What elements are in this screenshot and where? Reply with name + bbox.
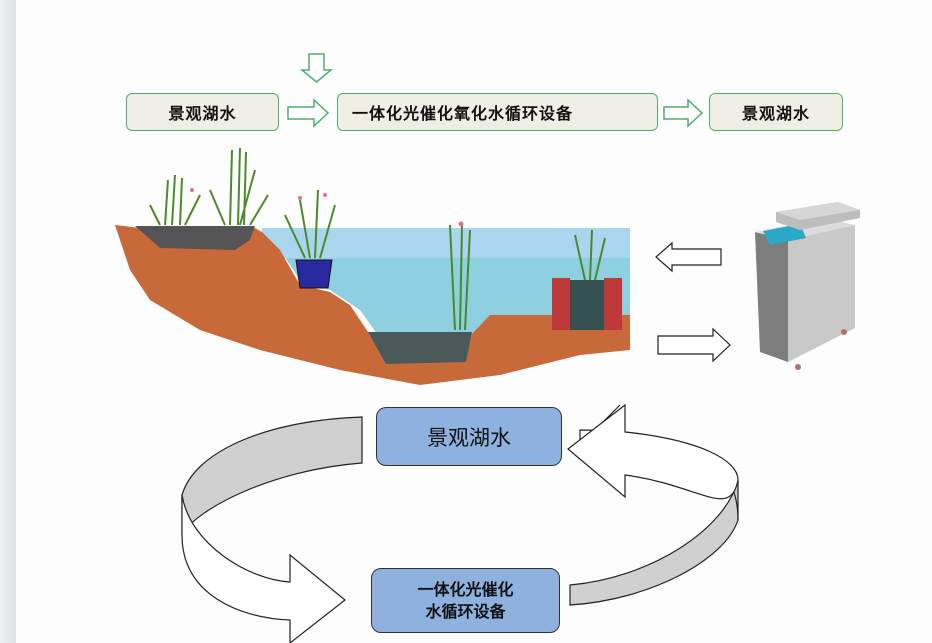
flow-box-output-label: 景观湖水: [741, 104, 810, 123]
cycle-box-lake-water-label: 景观湖水: [427, 425, 511, 450]
flow-box-source: 景观湖水: [126, 93, 279, 131]
planter-basket: [295, 259, 333, 289]
flow-box-output: 景观湖水: [709, 93, 843, 131]
cycle-arrow-right: [567, 403, 739, 606]
bank-soil: [135, 226, 255, 250]
flower-icon: [190, 188, 464, 227]
arrow-right-icon: [287, 98, 330, 128]
cycle-box-device: 一体化光催化 水循环设备: [371, 568, 560, 633]
plant-icon: [149, 147, 606, 331]
pond-water-top: [262, 228, 630, 258]
brick-planter: [552, 278, 622, 330]
arrow-right-icon: [657, 327, 731, 363]
cycle-arrow-left: [181, 416, 363, 643]
flow-box-source-label: 景观湖水: [168, 104, 237, 123]
arrow-down-icon: [299, 53, 334, 83]
flow-box-device: 一体化光催化氧化水循环设备: [337, 93, 658, 131]
bottom-sediment: [368, 332, 472, 364]
arrow-right-icon: [663, 98, 704, 128]
treatment-device: [755, 202, 860, 370]
arrow-left-icon: [655, 241, 722, 273]
cycle-box-lake-water: 景观湖水: [376, 407, 562, 466]
flow-box-device-label: 一体化光催化氧化水循环设备: [352, 104, 574, 123]
cycle-box-device-label-line2: 水循环设备: [425, 601, 506, 621]
pond-soil: [115, 225, 630, 385]
cycle-box-device-label-line1: 一体化光催化: [417, 579, 514, 599]
pond-illustration: [115, 147, 630, 385]
left-scrollbar-edge: [0, 0, 16, 643]
